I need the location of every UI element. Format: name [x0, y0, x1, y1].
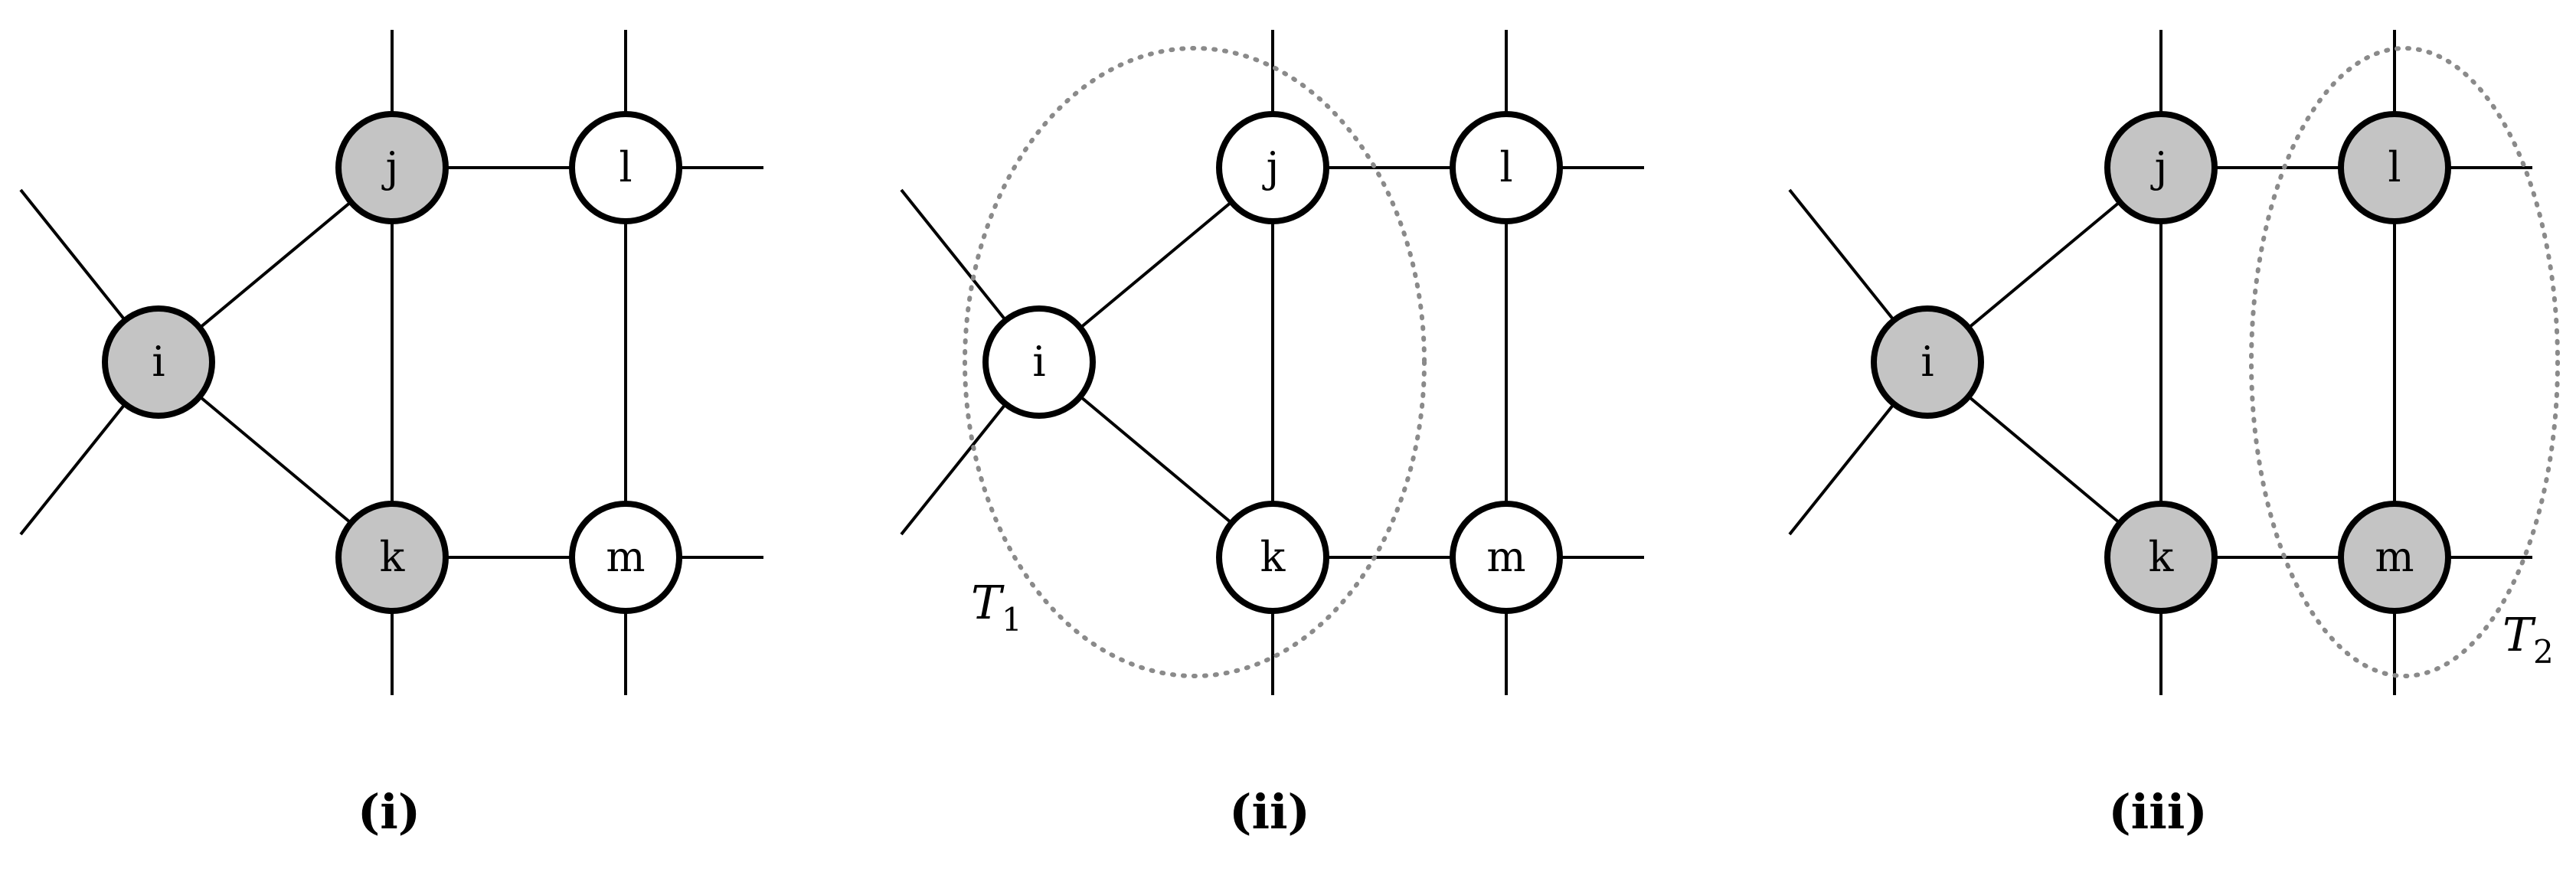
node-label: i: [1032, 338, 1045, 386]
node-label: j: [381, 143, 399, 191]
node-j: j: [335, 111, 449, 224]
node-label: j: [2150, 143, 2168, 191]
node-circle: [1216, 111, 1329, 224]
cluster-subscript: 2: [2533, 633, 2554, 671]
node-label: j: [1262, 143, 1280, 191]
node-label: i: [1921, 338, 1934, 386]
node-circle: [569, 111, 682, 224]
node-l: l: [569, 111, 682, 224]
node-circle: [2104, 501, 2218, 614]
node-m: m: [2338, 501, 2451, 614]
node-label: l: [2388, 143, 2401, 191]
cluster-name: T: [2502, 609, 2536, 662]
cluster-label: T2: [2502, 609, 2554, 671]
node-k: k: [2104, 501, 2218, 614]
panel-label: (ii): [1229, 784, 1310, 840]
node-circle: [1450, 501, 1563, 614]
node-label: k: [380, 533, 406, 581]
cluster-name: T: [971, 576, 1005, 630]
node-k: k: [1216, 501, 1329, 614]
node-circle: [335, 501, 449, 614]
panel-iii: i j k l mT2 (iii): [1788, 30, 2560, 840]
node-circle: [2338, 111, 2451, 224]
node-i: i: [102, 305, 215, 419]
panel-label: (i): [358, 784, 420, 840]
panel-i: i j k l m (i): [19, 30, 763, 840]
node-i: i: [982, 305, 1096, 419]
node-label: k: [2149, 533, 2175, 581]
cluster-label: T1: [971, 576, 1022, 638]
node-label: m: [2375, 533, 2414, 581]
cluster-outline: [2249, 46, 2560, 678]
node-circle: [2104, 111, 2218, 224]
cluster-outline: [963, 46, 1427, 678]
node-circle: [982, 305, 1096, 419]
node-k: k: [335, 501, 449, 614]
node-i: i: [1871, 305, 1984, 419]
cluster-subscript: 1: [1002, 601, 1022, 638]
node-circle: [1871, 305, 1984, 419]
node-l: l: [2338, 111, 2451, 224]
node-circle: [1450, 111, 1563, 224]
node-circle: [2338, 501, 2451, 614]
node-label: m: [606, 533, 645, 581]
node-j: j: [1216, 111, 1329, 224]
node-circle: [569, 501, 682, 614]
node-circle: [102, 305, 215, 419]
node-circle: [1216, 501, 1329, 614]
panel-ii: i j k l mT1 (ii): [900, 30, 1644, 840]
node-l: l: [1450, 111, 1563, 224]
node-j: j: [2104, 111, 2218, 224]
node-label: l: [1499, 143, 1512, 191]
node-label: i: [152, 338, 165, 386]
node-label: k: [1260, 533, 1286, 581]
node-m: m: [569, 501, 682, 614]
node-label: m: [1486, 533, 1525, 581]
panel-label: (iii): [2108, 784, 2207, 840]
node-circle: [335, 111, 449, 224]
node-m: m: [1450, 501, 1563, 614]
node-label: l: [619, 143, 632, 191]
